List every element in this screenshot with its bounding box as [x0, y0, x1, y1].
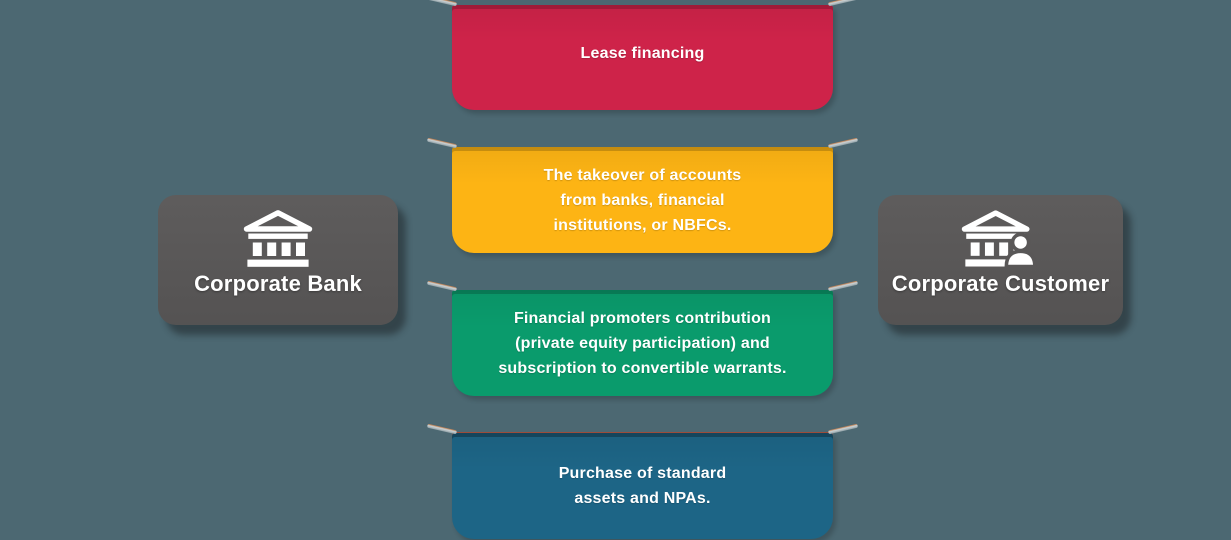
bank-customer-icon	[960, 209, 1042, 269]
connector-tick-right-icon	[827, 0, 859, 7]
bank-icon	[242, 209, 314, 267]
corporate-bank-node: Corporate Bank	[158, 195, 398, 325]
connector-tick-right-icon	[827, 137, 859, 149]
purchase-assets-label: Purchase of standard assets and NPAs.	[558, 465, 727, 507]
takeover-accounts-box: The takeover of accounts from banks, fin…	[426, 137, 859, 253]
promoters-contribution-box: Financial promoters contribution (privat…	[426, 280, 859, 396]
connector-tick-left-icon	[426, 137, 458, 149]
connector-tick-left-icon	[426, 0, 458, 7]
connector-tick-left-icon	[426, 423, 458, 435]
promoters-contribution-label: Financial promoters contribution (privat…	[498, 309, 787, 377]
corporate-bank-label: Corporate Bank	[194, 271, 362, 296]
purchase-assets-box: Purchase of standard assets and NPAs.	[426, 423, 859, 539]
lease-financing-box: Lease financing	[426, 0, 859, 110]
connector-tick-right-icon	[827, 423, 859, 435]
connector-tick-left-icon	[426, 280, 458, 292]
takeover-accounts-label: The takeover of accounts from banks, fin…	[543, 166, 742, 234]
corporate-customer-label: Corporate Customer	[891, 271, 1110, 296]
connector-tick-right-icon	[827, 280, 859, 292]
corporate-customer-node: Corporate Customer	[878, 195, 1123, 325]
lease-financing-label: Lease financing	[580, 44, 705, 62]
